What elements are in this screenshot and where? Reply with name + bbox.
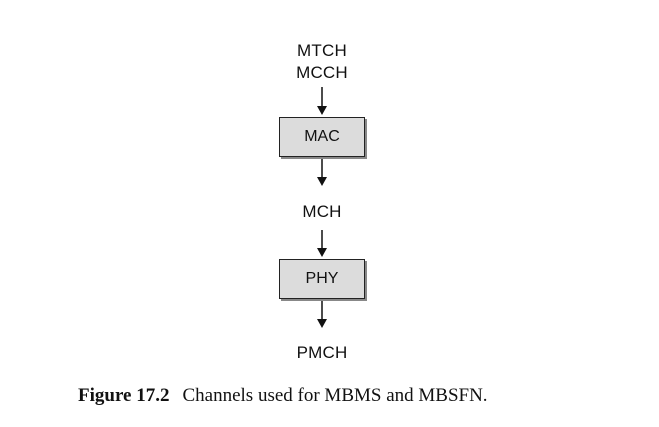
arrow-to-mac-head [317,106,327,115]
label-mch: MCH [302,202,342,221]
arrow-to-mch-head [317,177,327,186]
caption-text: Channels used for MBMS and MBSFN. [182,385,488,406]
figure-label: Figure 17.2 [78,385,170,406]
label-mtch: MTCH [297,41,347,60]
phy-box: PHY [279,259,365,299]
arrow-to-pmch-head [317,319,327,328]
label-mcch: MCCH [296,63,348,82]
figure-caption: Figure 17.2 Channels used for MBMS and MB… [78,385,488,407]
arrow-to-phy-head [317,248,327,257]
mac-box: MAC [279,117,365,157]
label-pmch: PMCH [296,343,348,362]
